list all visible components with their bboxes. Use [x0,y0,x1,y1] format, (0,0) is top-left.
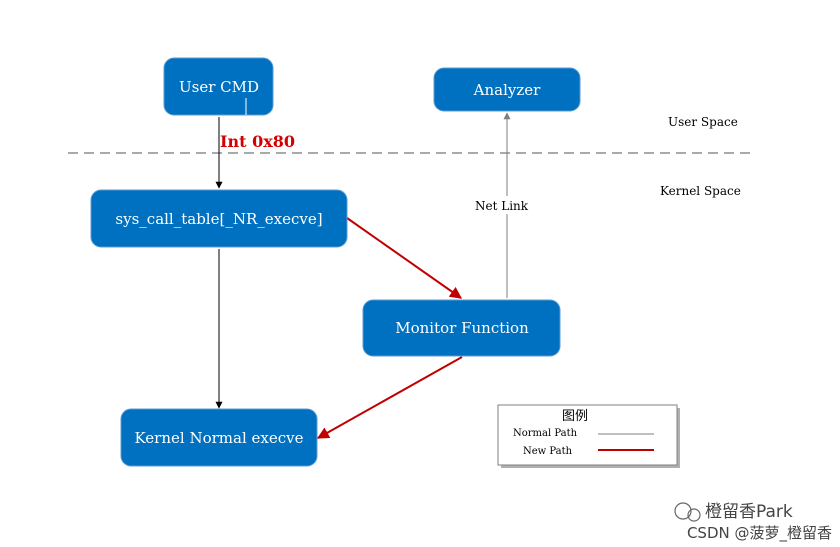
legend: 图例 Normal Path New Path [497,404,680,468]
watermark: 橙留香Park CSDN @菠萝_橙留香 [674,502,832,543]
node-sys-call-table-label: sys_call_table[_NR_execve] [115,210,322,228]
arrow-monitor-to-kernel-execve [316,356,463,439]
legend-title: 图例 [562,409,588,424]
node-kernel-normal-execve: Kernel Normal execve [120,408,318,467]
node-user-cmd-label: User CMD [179,78,259,96]
node-analyzer-label: Analyzer [473,81,541,99]
watermark-line1: 橙留香Park [705,502,793,522]
net-link-label-bg [472,196,542,214]
user-space-label: User Space [668,115,738,129]
int-0x80-label: Int 0x80 [220,132,295,151]
legend-item-new-path-label: New Path [523,446,573,457]
net-link-label: Net Link [475,199,529,213]
node-sys-call-table: sys_call_table[_NR_execve] [90,189,348,248]
arrow-syscalltable-to-monitor [346,217,462,299]
watermark-line2: CSDN @菠萝_橙留香 [687,524,832,543]
wechat-logo-icon [674,502,701,522]
node-analyzer: Analyzer [433,67,581,112]
node-user-cmd: User CMD [163,57,274,116]
legend-item-normal-path-label: Normal Path [513,428,578,439]
kernel-space-label: Kernel Space [660,184,741,198]
node-monitor-function-label: Monitor Function [395,319,529,337]
node-kernel-normal-execve-label: Kernel Normal execve [135,429,304,447]
node-monitor-function: Monitor Function [362,299,561,357]
